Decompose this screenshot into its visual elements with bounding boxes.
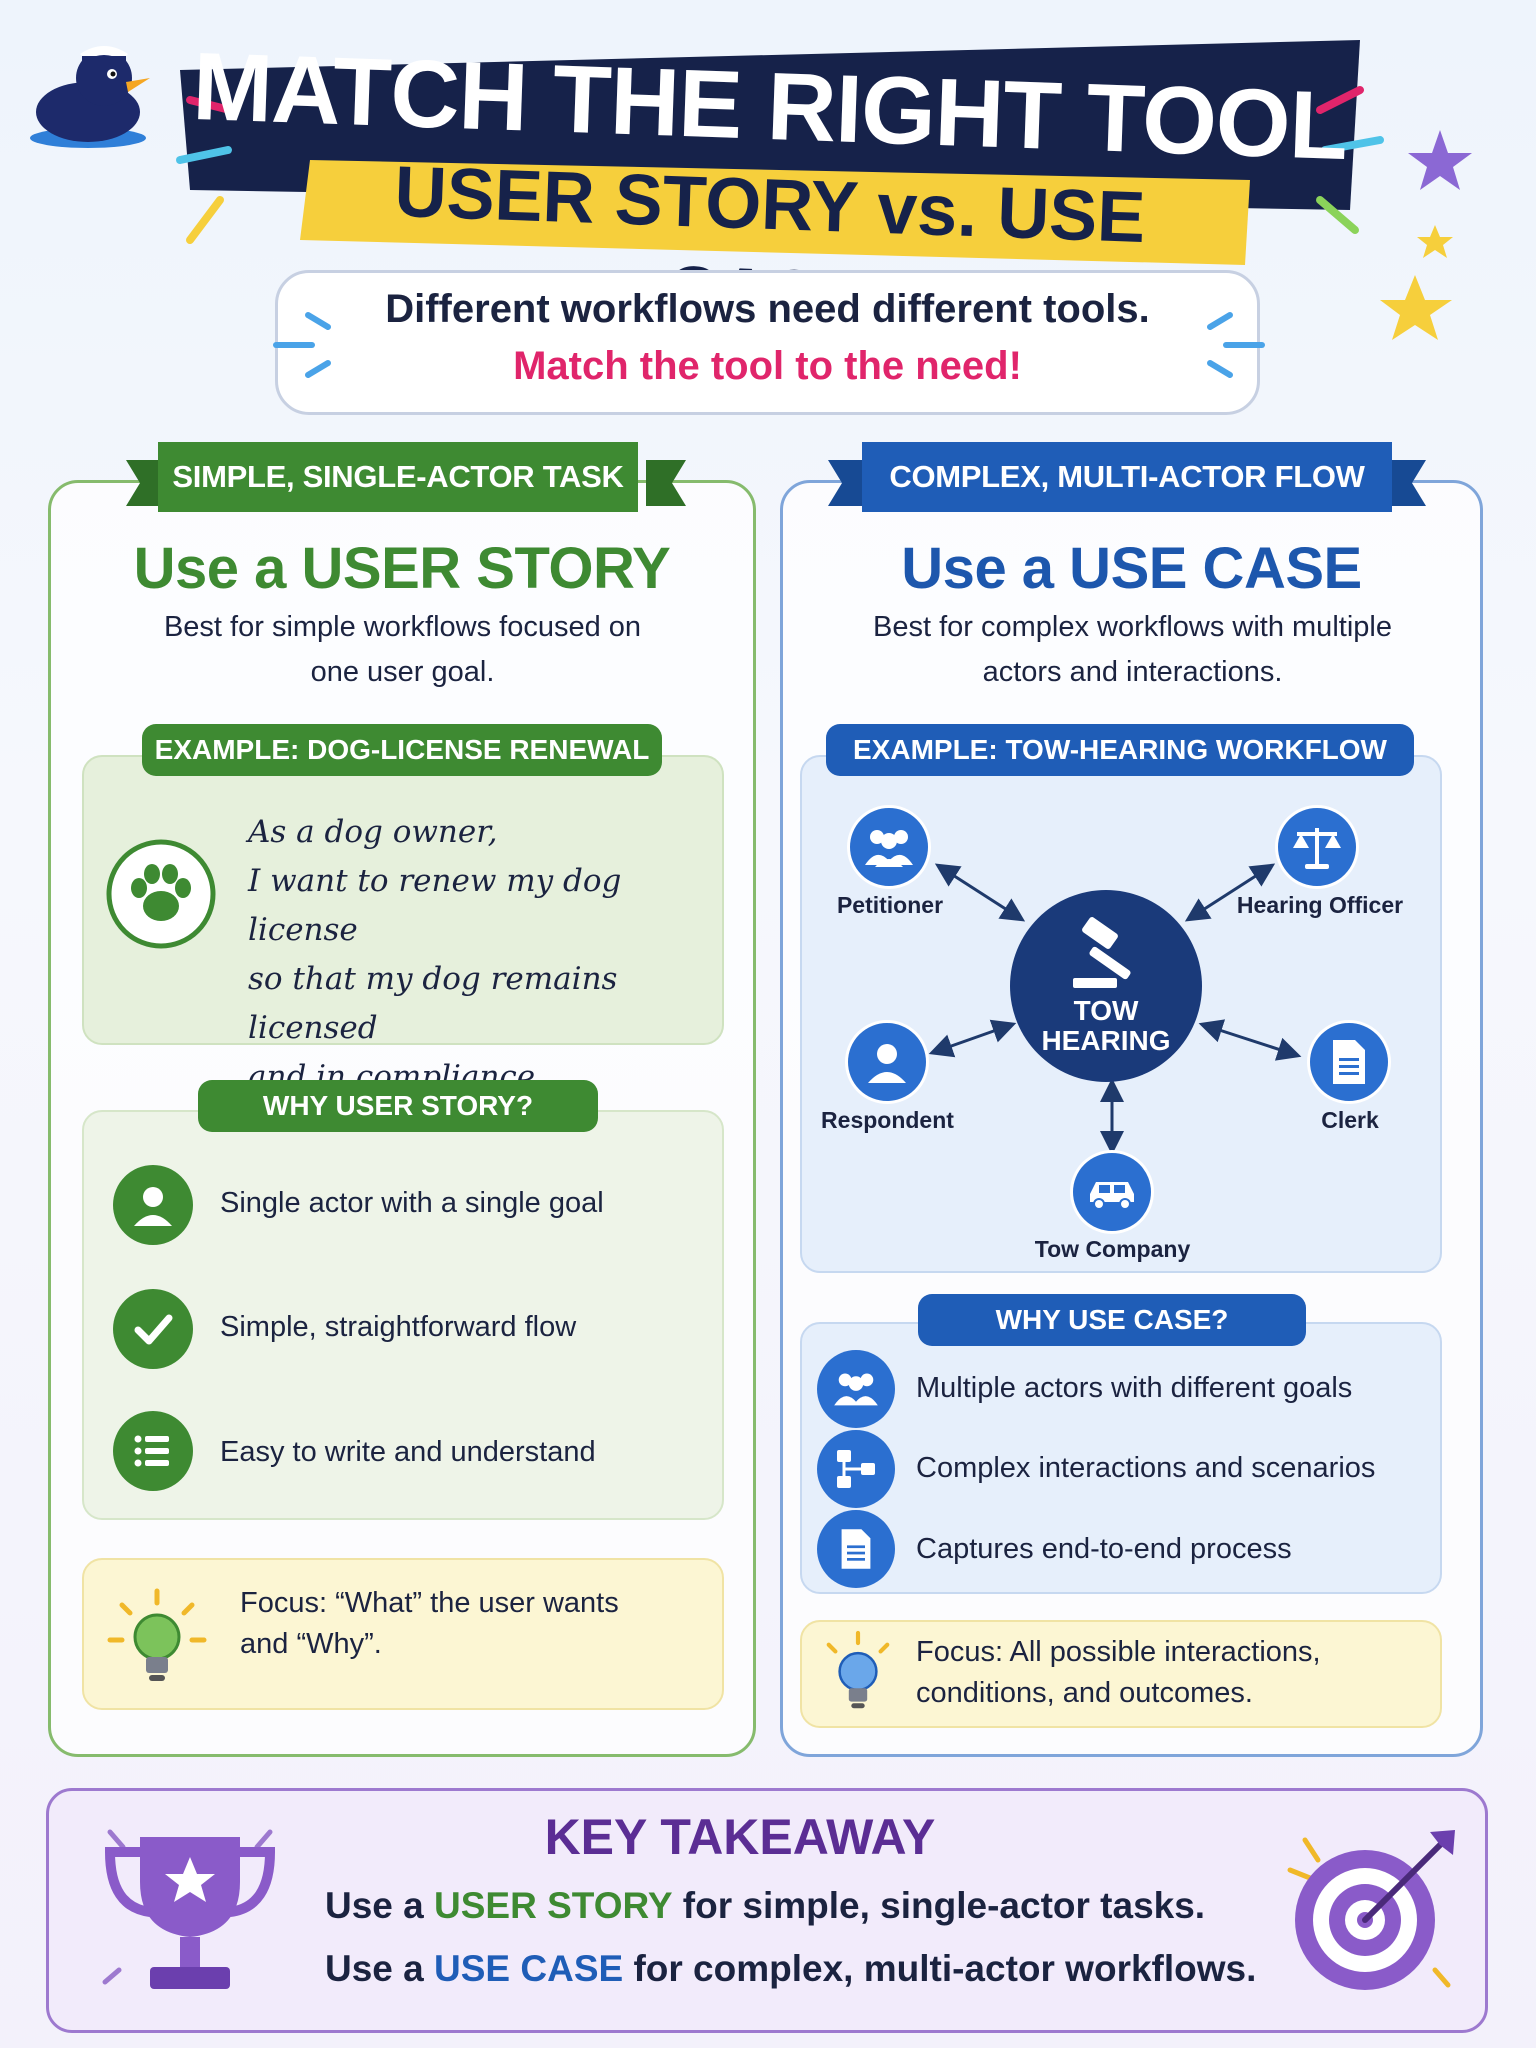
flowchart-icon [817, 1430, 895, 1508]
right-example-label: EXAMPLE: TOW-HEARING WORKFLOW [826, 724, 1414, 776]
right-description: Best for complex workflows with multiple… [815, 605, 1450, 695]
group-icon-2 [817, 1350, 895, 1428]
tow-hearing-hub: TOW HEARING [1010, 890, 1202, 1082]
actor-hearing-officer: Hearing Officer [1236, 892, 1404, 918]
user-story-text: As a dog owner, I want to renew my dog l… [248, 808, 718, 1102]
right-focus-line-2: conditions, and outcomes. [916, 1677, 1253, 1709]
takeaway-line-2: Use a USE CASE for complex, multi-actor … [325, 1948, 1256, 1990]
tagline-2: Match the tool to the need! [513, 344, 1022, 388]
left-ribbon-tails [126, 460, 686, 506]
reason-1: Single actor with a single goal [220, 1187, 604, 1219]
burst-lines-right [1316, 86, 1384, 234]
takeaway-line-2-post: for complex, multi-actor workflows. [623, 1948, 1257, 1989]
tagline-box: Different workflows need different tools… [275, 270, 1260, 415]
takeaway-title: KEY TAKEAWAY [544, 1809, 936, 1865]
document-icon-2 [817, 1510, 895, 1588]
uc-reason-1: Multiple actors with different goals [916, 1372, 1353, 1404]
reason-2: Simple, straightforward flow [220, 1311, 577, 1343]
lightbulb-icon [107, 1588, 207, 1681]
actor-clerk: Clerk [1321, 1107, 1379, 1133]
paw-icon [106, 839, 216, 949]
hub-line-1: TOW [1073, 995, 1139, 1026]
left-focus-line-1: Focus: “What” the user wants [240, 1587, 619, 1619]
document-icon [1307, 1020, 1391, 1104]
takeaway-user-story: USER STORY [434, 1885, 673, 1926]
left-desc-line-2: one user goal. [310, 656, 495, 688]
actor-tow-company: Tow Company [1034, 1236, 1191, 1262]
respondent-person-icon [845, 1020, 929, 1104]
takeaway-line-1-pre: Use a [325, 1885, 435, 1926]
list-icon [113, 1411, 193, 1491]
right-heading: Use a USE CASE [901, 536, 1362, 601]
right-focus-line-1: Focus: All possible interactions, [916, 1636, 1321, 1668]
takeaway-use-case: USE CASE [434, 1948, 624, 1989]
right-focus-box [800, 1620, 1442, 1728]
actor-petitioner: Petitioner [836, 892, 944, 918]
tow-hearing-diagram [928, 863, 1302, 1155]
right-desc-line-1: Best for complex workflows with multiple [873, 611, 1392, 643]
key-takeaway-box [46, 1788, 1488, 2033]
right-ribbon: COMPLEX, MULTI-ACTOR FLOW [862, 442, 1392, 512]
uc-reason-2: Complex interactions and scenarios [916, 1452, 1376, 1484]
right-ribbon-tails [828, 460, 1426, 506]
left-focus-line-2: and “Why”. [240, 1628, 382, 1660]
left-description: Best for simple workflows focused on one… [110, 605, 695, 695]
story-line-3: so that my dog remains licensed [248, 961, 618, 1046]
takeaway-line-2-pre: Use a [325, 1948, 435, 1989]
why-use-case-card [800, 1322, 1442, 1594]
star-icon [1380, 130, 1472, 340]
group-icon [847, 805, 931, 889]
reason-3: Easy to write and understand [220, 1436, 596, 1468]
trophy-icon [102, 1829, 276, 1989]
why-user-story-label: WHY USER STORY? [198, 1080, 598, 1132]
left-example-label: EXAMPLE: DOG-LICENSE RENEWAL [142, 724, 662, 776]
check-icon [113, 1289, 193, 1369]
takeaway-line-1-post: for simple, single-actor tasks. [672, 1885, 1206, 1926]
gavel-icon [1073, 917, 1131, 988]
burst-lines-left [176, 96, 234, 244]
left-ribbon: SIMPLE, SINGLE-ACTOR TASK [158, 442, 638, 512]
left-heading: Use a USER STORY [133, 536, 671, 601]
right-focus-text: Focus: All possible interactions, condit… [916, 1632, 1426, 1714]
right-desc-line-2: actors and interactions. [982, 656, 1283, 688]
target-icon [1287, 1830, 1455, 1990]
left-focus-text: Focus: “What” the user wants and “Why”. [240, 1583, 710, 1665]
left-focus-box [82, 1558, 724, 1710]
tagline-1: Different workflows need different tools… [385, 287, 1150, 331]
accent-lines-left [273, 312, 331, 378]
hub-line-2: HEARING [1041, 1025, 1171, 1056]
story-line-1: As a dog owner, [248, 814, 498, 850]
left-desc-line-1: Best for simple workflows focused on [163, 611, 642, 643]
uc-reason-3: Captures end-to-end process [916, 1533, 1292, 1565]
lightbulb-icon-2 [826, 1630, 890, 1709]
hub-label: TOW HEARING [1041, 996, 1170, 1056]
story-line-2: I want to renew my dog license [248, 863, 622, 948]
person-icon [113, 1165, 193, 1245]
takeaway-line-1: Use a USER STORY for simple, single-acto… [325, 1885, 1205, 1927]
accent-lines-right [1207, 312, 1265, 378]
duck-mascot-icon [30, 46, 150, 148]
actor-respondent: Respondent [821, 1107, 954, 1133]
scales-icon [1275, 805, 1359, 889]
car-icon [1070, 1150, 1154, 1234]
title-banner [180, 40, 1360, 265]
why-use-case-label: WHY USE CASE? [918, 1294, 1306, 1346]
